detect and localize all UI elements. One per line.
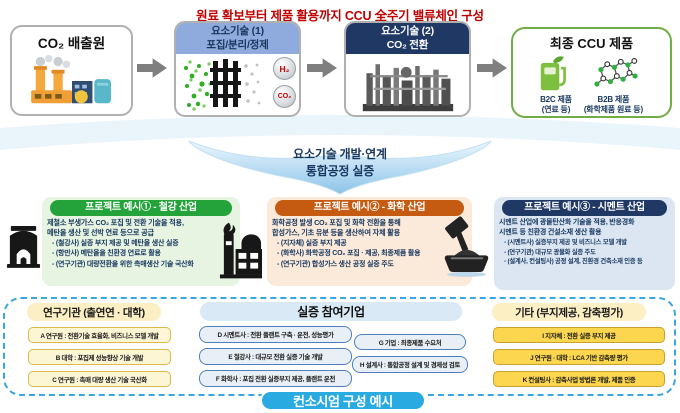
company-item-h: H 설계사 : 통합공정 설계 및 경제성 검토 <box>352 356 468 373</box>
project-steel-header: 프로젝트 예시① - 철강 산업 <box>50 200 232 216</box>
co2-label: CO₂ <box>277 93 292 100</box>
project-chemical-header: 프로젝트 예시② - 화학 산업 <box>275 200 464 216</box>
companies-group-header: 실증 참여기업 <box>200 302 462 321</box>
final-product-box: 최종 CCU 제품 B2C 제품 (연료 등) <box>511 27 672 118</box>
final-product-title: 최종 CCU 제품 <box>549 36 634 51</box>
project-cement-header: 프로젝트 예시③ - 시멘트 산업 <box>502 200 667 216</box>
company-item-e: E 철강사 : 대규모 전환 실증 기술 개발 <box>199 348 352 365</box>
research-item-b: B 대학 : 포집제 성능향상 기술 개발 <box>28 349 171 365</box>
cement-pour-icon <box>444 216 489 277</box>
product-labels: B2C 제품 (연료 등) B2B 제품 (화학제품 원료 등) <box>540 95 643 115</box>
project-steel-body: 제철소 부생가스 CO₂ 포집 및 전환 기술을 적용, 메탄올 생산 및 선박… <box>42 217 240 270</box>
project-steel-desc: 제철소 부생가스 CO₂ 포집 및 전환 기술을 적용, <box>47 218 184 227</box>
other-item-i: I 지자체 : 전환 실증 부지 제공 <box>493 327 665 343</box>
project-chemical-desc: 화학공정 발생 CO₂ 포집 및 화학 전환을 통해 <box>272 218 401 227</box>
integration-arrow <box>188 140 492 195</box>
fuel-pump-icon <box>540 56 566 91</box>
tech1-title-line1: 요소기술 (1) <box>211 25 264 37</box>
page-title: 원료 확보부터 제품 활용까지 CCU 全주기 밸류체인 구성 <box>196 9 484 23</box>
company-item-d: D 시멘트사 : 전환 플랜트 구축 · 운전, 성능평가 <box>199 326 352 343</box>
consortium-footer-label: 컨소시엄 구성 예시 <box>260 390 426 411</box>
b2b-sub: (화학제품 원료 등) <box>583 105 643 114</box>
integration-line2: 통합공정 실증 <box>305 163 375 178</box>
project-box-steel: 프로젝트 예시① - 철강 산업 제철소 부생가스 CO₂ 포집 및 전환 기술… <box>42 197 240 286</box>
b2c-title: B2C 제품 <box>540 95 572 104</box>
other-item-k: K 컨설팅사 : 감축사업 방법론 개발, 제품 인증 <box>493 371 665 387</box>
tech2-title-line2: CO₂ 전환 <box>386 38 429 51</box>
co2-source-title: CO₂ 배출원 <box>37 36 106 51</box>
research-item-a: A 연구원 : 전환기술 효율화, 비즈니스 모델 개발 <box>28 327 171 343</box>
project-box-cement: 프로젝트 예시③ - 시멘트 산업 시멘트 산업에 광물탄산화 기술을 적용, … <box>494 197 675 290</box>
factory-icon <box>30 55 111 104</box>
product-icons <box>538 54 646 92</box>
project-chemical-body: 화학공정 발생 CO₂ 포집 및 화학 전환을 통해 합성가스, 기초 유분 등… <box>267 217 472 270</box>
capture-texture-icon <box>184 59 261 111</box>
project-box-chemical: 프로젝트 예시② - 화학 산업 화학공정 발생 CO₂ 포집 및 화학 전환을… <box>267 197 472 286</box>
furnace-icon <box>6 226 41 268</box>
b2b-label: B2B 제품 (화학제품 원료 등) <box>584 95 643 115</box>
project-cement-body: 시멘트 산업에 광물탄산화 기술을 적용, 반응경화 시멘트 등 친환경 건설소… <box>494 217 675 267</box>
tech2-box: 요소기술 (2) CO₂ 전환 <box>344 21 471 117</box>
research-item-c: C 연구원 : 촉매 대량 생산 기술 국산화 <box>28 371 171 387</box>
b2c-label: B2C 제품 (연료 등) <box>540 95 572 115</box>
b2b-title: B2B 제품 <box>597 95 630 104</box>
others-group-header: 기타 (부지제공, 감축평가) <box>492 303 646 321</box>
tech2-title-line1: 요소기술 (2) <box>381 25 434 37</box>
project-cement-desc: 시멘트 산업에 광물탄산화 기술을 적용, 반응경화 <box>499 219 635 226</box>
research-group-header: 연구기관 (출연연 · 대학) <box>27 303 161 321</box>
integration-label: 요소기술 개발·연계 통합공정 실증 <box>182 146 498 180</box>
h2-bubble: H₂ <box>273 57 296 80</box>
project-steel-item: - (철강사) 실증 부지 제공 및 메탄올 생산 실증 <box>52 239 179 247</box>
tech2-header: 요소기술 (2) CO₂ 전환 <box>346 23 469 54</box>
company-item-f: F 화학사 : 포집 전환 실증부지 제공, 플랜트 운전 <box>199 370 352 387</box>
refinery-icon <box>219 222 263 279</box>
tech1-title-line2: 포집/분리/정제 <box>206 38 269 51</box>
molecule-icon <box>593 58 638 87</box>
conversion-plant-icon <box>362 64 453 112</box>
co2-source-box: CO₂ 배출원 <box>10 25 133 116</box>
company-item-g: G 기업 : 최종제품 수요처 <box>354 334 466 350</box>
co2-bubble: CO₂ <box>273 85 296 108</box>
tech1-body: H₂ CO₂ <box>176 54 299 115</box>
project-chemical-item: - (지자체) 실증 부지 제공 <box>277 239 347 247</box>
b2c-sub: (연료 등) <box>541 105 571 114</box>
other-item-j: J 연구원 · 대학 : LCA 기반 감축량 평가 <box>493 349 665 365</box>
tech1-header: 요소기술 (1) 포집/분리/정제 <box>176 23 299 54</box>
integration-line1: 요소기술 개발·연계 <box>293 147 387 161</box>
h2-label: H₂ <box>279 63 290 74</box>
tech2-body <box>346 57 469 115</box>
project-cement-item: - (시멘트사) 실증부지 제공 및 비즈니스 모델 개발 <box>504 239 627 247</box>
tech1-box: 요소기술 (1) 포집/분리/정제 H₂ CO₂ <box>174 21 301 117</box>
